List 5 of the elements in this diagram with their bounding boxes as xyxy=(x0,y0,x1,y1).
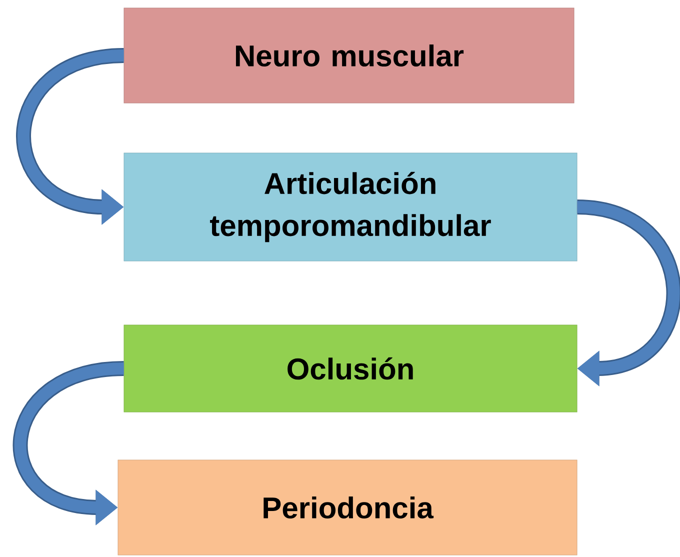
process-box: Neuro muscular xyxy=(124,8,574,104)
curved-arrow xyxy=(576,200,680,386)
process-box: Articulación temporomandibular xyxy=(124,152,578,262)
process-box: Oclusión xyxy=(124,324,578,412)
process-box: Periodoncia xyxy=(118,460,578,556)
